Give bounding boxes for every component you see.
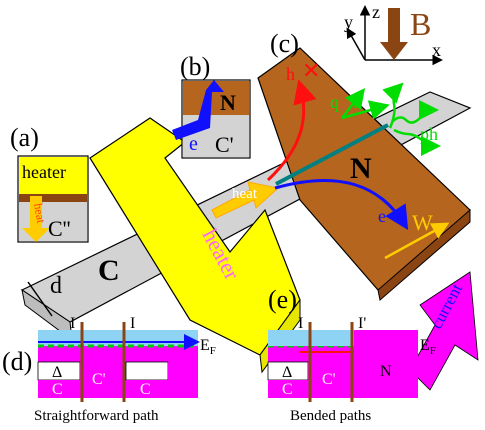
inset-e: I I' EF Δ C C' N Bended paths bbox=[267, 315, 436, 424]
inset-d-probe-left: I bbox=[70, 315, 75, 332]
electron-label: e bbox=[378, 206, 386, 226]
phonon-waves: ph bbox=[382, 82, 441, 156]
heat-arrow: heat bbox=[211, 181, 280, 219]
inset-b-normal-label: N bbox=[220, 90, 236, 115]
inset-e-caption: Bended paths bbox=[290, 408, 371, 424]
width-arrow bbox=[384, 222, 450, 260]
inset-a-bar-label: C'' bbox=[48, 216, 71, 241]
inset-d: I I EF Δ C C' C Straightforward path bbox=[34, 315, 216, 424]
coordinate-axes: z y x bbox=[344, 2, 443, 66]
panel-label-b: (b) bbox=[180, 52, 210, 81]
inset-e-probe-left: I bbox=[298, 315, 303, 332]
normal-n-label: N bbox=[350, 152, 372, 185]
bar-c-label: C bbox=[98, 254, 120, 287]
panel-label-e: (e) bbox=[268, 285, 297, 314]
electron-path bbox=[274, 179, 409, 231]
inset-d-fermi-label: EF bbox=[200, 337, 216, 357]
normal-bar-n: N W bbox=[257, 47, 471, 301]
heat-arrow-label: heat bbox=[232, 186, 258, 202]
hole-path bbox=[266, 79, 317, 182]
inset-e-probe-right: I' bbox=[358, 315, 366, 332]
inset-e-cell-2: C' bbox=[322, 371, 336, 388]
inset-e-cell-1: C bbox=[282, 381, 293, 398]
width-label: W bbox=[412, 210, 433, 235]
inset-e-cell-3: N bbox=[380, 363, 392, 380]
inset-d-cell-1: C bbox=[52, 381, 63, 398]
hole-cross-icon: ✕ bbox=[302, 58, 320, 83]
momentum-q-label: q bbox=[330, 92, 339, 112]
axis-y-label: y bbox=[344, 12, 353, 32]
axis-x-label: x bbox=[432, 40, 441, 60]
inset-d-cell-3: C bbox=[140, 381, 151, 398]
inset-a-heater-label: heater bbox=[22, 162, 66, 182]
field-b-label: B bbox=[410, 6, 431, 42]
inset-a-heat-label: heat bbox=[31, 202, 48, 225]
inset-b: N e C' bbox=[172, 79, 251, 159]
inset-e-gap-label: Δ bbox=[282, 364, 292, 381]
inset-b-electron-label: e bbox=[189, 133, 198, 155]
inset-d-caption: Straightforward path bbox=[34, 408, 159, 424]
field-b: B bbox=[380, 6, 431, 60]
inset-e-fermi-label: EF bbox=[420, 337, 436, 357]
inset-a: heater heat C'' bbox=[17, 155, 89, 243]
panel-label-c: (c) bbox=[270, 29, 299, 58]
current-arrow: current bbox=[409, 271, 479, 391]
inset-d-gap-label: Δ bbox=[52, 364, 62, 381]
inset-d-cell-2: C' bbox=[92, 371, 106, 388]
phonon-beam bbox=[275, 123, 389, 186]
inset-b-bar-label: C' bbox=[215, 132, 234, 157]
inset-d-probe-right: I bbox=[130, 315, 135, 332]
momentum-vectors: q k bbox=[330, 88, 390, 120]
thickness-arrow bbox=[27, 281, 53, 317]
momentum-k-label: k bbox=[353, 92, 362, 112]
panel-label-d: (d) bbox=[2, 347, 32, 376]
thickness-label: d bbox=[50, 273, 62, 299]
axis-z-label: z bbox=[372, 2, 380, 22]
panel-label-a: (a) bbox=[10, 123, 39, 152]
hole-label: h bbox=[286, 64, 295, 84]
phonon-label: ph bbox=[420, 124, 438, 144]
